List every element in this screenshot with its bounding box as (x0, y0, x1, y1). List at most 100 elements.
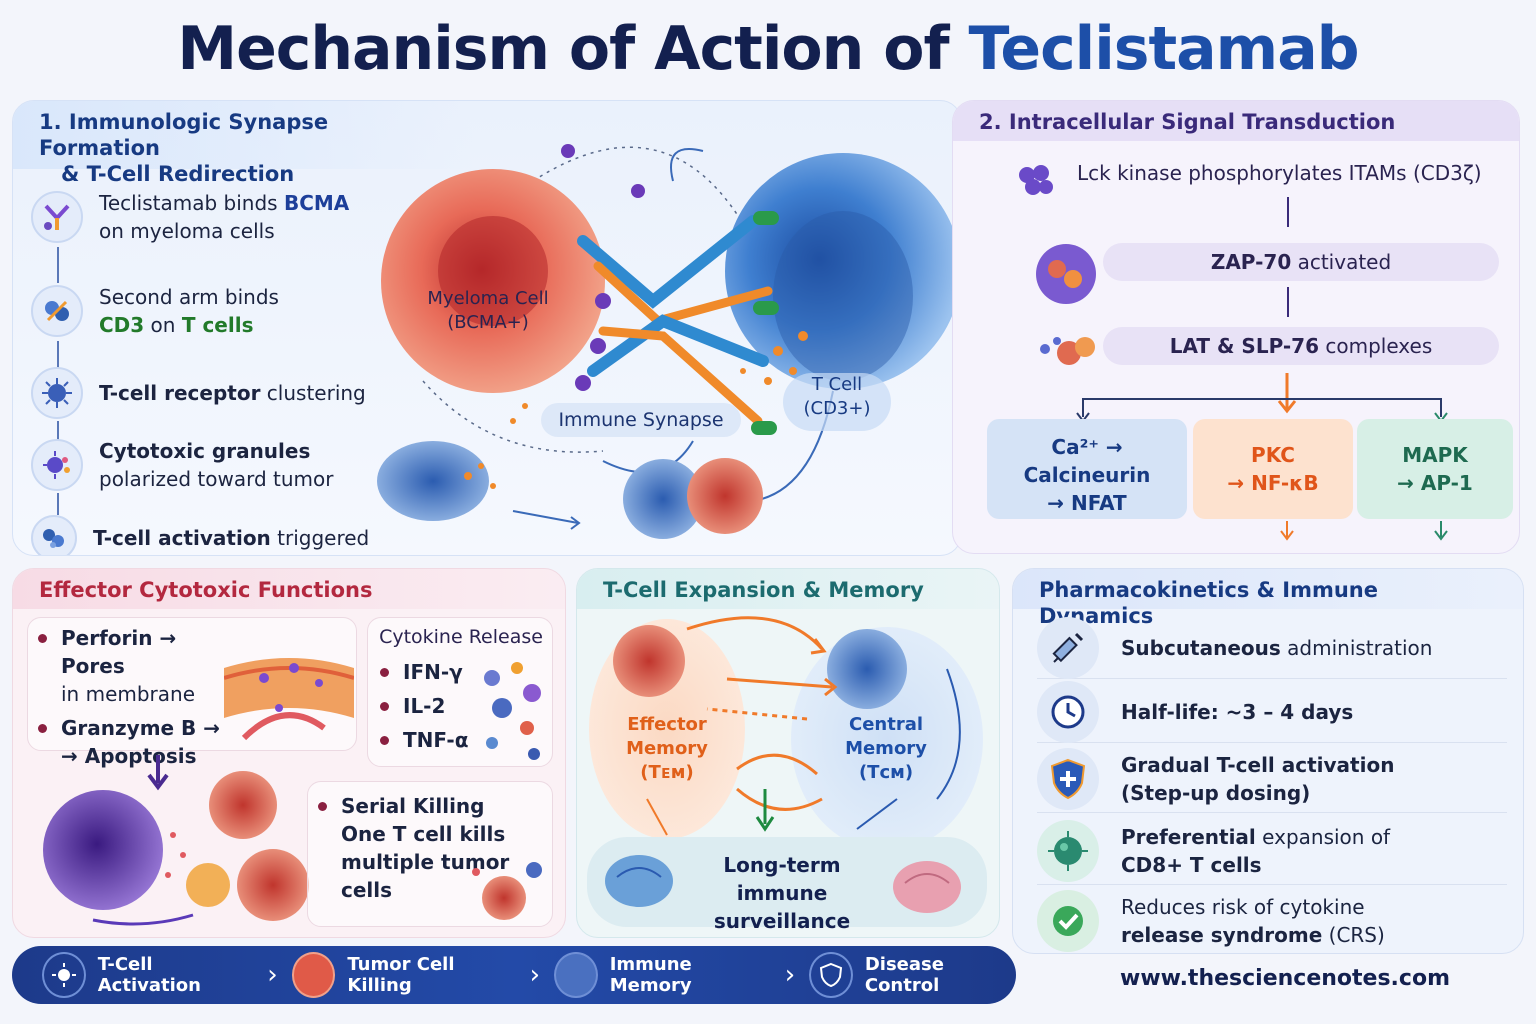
pk-administration-a: Subcutaneous (1121, 635, 1281, 660)
serial-line1: Serial Killing (341, 794, 485, 818)
effector-panel-heading: Effector Cytotoxic Functions (13, 569, 565, 609)
effector-panel: Effector Cytotoxic Functions Perforin → … (12, 568, 566, 938)
chevron-right-icon: › (267, 960, 278, 990)
cytokine-tnfa: TNF-α (403, 728, 469, 752)
shield-icon (809, 952, 853, 998)
pkc-line2: → NF-κB (1227, 471, 1319, 495)
killing-illustration (43, 755, 309, 926)
cytokine-particles (484, 662, 541, 760)
cytokine-heading: Cytokine Release (379, 626, 543, 648)
step4-text-a: Cytotoxic granules (99, 439, 311, 463)
mapk-line1: MAPK (1402, 443, 1468, 467)
cytokine-ifng: IFN-γ (403, 660, 463, 684)
killer-t-cell (43, 790, 163, 910)
step1-text-a: Teclistamab binds (99, 191, 284, 215)
summary-control: Disease Control (809, 952, 1016, 998)
signal-panel-heading: 2. Intracellular Signal Transduction (953, 101, 1519, 141)
step1-bcma: BCMA (283, 191, 350, 215)
granule-icon (31, 439, 83, 491)
branch-arrows (1076, 373, 1448, 541)
pk-cd8-a: Preferential (1121, 824, 1256, 849)
step3-text-b: clustering (260, 381, 366, 405)
central-cell (827, 629, 907, 709)
central-line2: Memory (845, 738, 927, 759)
synapse-illustration (377, 144, 961, 539)
arrow-down (1287, 197, 1289, 227)
signal-panel: 2. Intracellular Signal Transduction Lck… (952, 100, 1520, 554)
teclistamab-antibodies (577, 211, 779, 435)
granules (740, 331, 808, 385)
step-connector (57, 421, 59, 441)
synapse-heading-line1: 1. Immunologic Synapse Formation (39, 110, 329, 160)
small-t-cell (377, 441, 489, 521)
effector-line2: Memory (626, 738, 708, 759)
tumor-cell (209, 771, 277, 839)
step1-text-c: on myeloma cells (99, 219, 275, 243)
website-link[interactable]: www.thesciencenotes.com (1120, 966, 1450, 991)
chevron-right-icon: › (784, 960, 796, 990)
step-connector (57, 247, 59, 283)
memory-illustration (587, 616, 987, 927)
check-icon (1037, 890, 1099, 952)
pk-row-administration: Subcutaneous administration (1037, 616, 1507, 679)
pk-crs-b: release syndrome (1121, 923, 1323, 947)
serial-line2: One T cell kills (341, 822, 506, 846)
lat-icon (1029, 325, 1099, 377)
synapse-heading-line2: & T-Cell Redirection (61, 162, 295, 186)
brain-icon (605, 855, 673, 907)
syringe-icon (1037, 616, 1099, 679)
membrane-pores-illustration (224, 658, 354, 741)
summary-activation: T-Cell Activation (42, 952, 253, 998)
summary-killing-label: Tumor Cell Killing (347, 954, 455, 996)
effector-line3: (Tᴇᴍ) (640, 762, 694, 783)
step5-text-a: T-cell activation (93, 526, 271, 550)
dotted-path (532, 146, 754, 242)
granzyme-line2: → Apoptosis (61, 744, 197, 768)
pk-crs-a: Reduces risk of cytokine (1121, 895, 1365, 919)
clock-icon (1037, 680, 1099, 743)
pk-administration-b: administration (1280, 635, 1433, 660)
lck-text: Lck kinase phosphorylates ITAMs (CD3ζ) (1077, 161, 1482, 185)
central-line3: (Tᴄᴍ) (858, 762, 914, 783)
nfat-box: Ca²⁺ → Calcineurin → NFAT (987, 419, 1187, 519)
pkc-line1: PKC (1251, 443, 1295, 467)
pk-row-crs: Reduces risk of cytokine release syndrome… (1037, 889, 1507, 953)
nfat-line2: Calcineurin (1023, 463, 1151, 487)
antibody-icon (31, 191, 83, 243)
pk-halflife: Half-life: ~3 – 4 days (1121, 699, 1354, 724)
myeloma-nucleus (438, 216, 548, 326)
summary-activation-label: T-Cell Activation (97, 954, 201, 996)
surveillance-zone (587, 837, 987, 927)
lat-name: LAT & SLP-76 (1169, 334, 1320, 358)
mapk-line2: → AP-1 (1397, 471, 1473, 495)
tumor-cell (237, 849, 309, 921)
effector-line1: Effector (627, 714, 707, 735)
title-drug-name: Teclistamab (968, 14, 1359, 84)
pk-gradual-a: Gradual T-cell activation (1121, 752, 1395, 777)
kinase-icon (1013, 159, 1059, 209)
arrow-head (570, 516, 581, 530)
serial-line4: cells (341, 878, 393, 902)
step5-text-b: triggered (270, 526, 370, 550)
pk-cd8-c: CD8+ T cells (1121, 852, 1262, 877)
perforin-line2: in membrane (61, 682, 196, 706)
zap70-name: ZAP-70 (1210, 250, 1292, 274)
title-part1: Mechanism of Action of (177, 14, 969, 84)
dotted-path (422, 380, 604, 453)
synapse-panel: 1. Immunologic Synapse Formation & T-Cel… (12, 100, 962, 556)
arrow (670, 148, 704, 182)
surveillance-line2: immune surveillance (713, 881, 851, 933)
small-tumor-cell (687, 458, 763, 534)
step-bind-bcma: Teclistamab binds BCMA on myeloma cells (31, 189, 399, 245)
activation-icon (42, 952, 86, 998)
t-cell-nucleus (773, 211, 913, 381)
pk-panel-heading: Pharmacokinetics & Immune Dynamics (1013, 569, 1523, 628)
central-line1: Central (848, 714, 924, 735)
nfat-line1: Ca²⁺ → (1051, 435, 1123, 459)
